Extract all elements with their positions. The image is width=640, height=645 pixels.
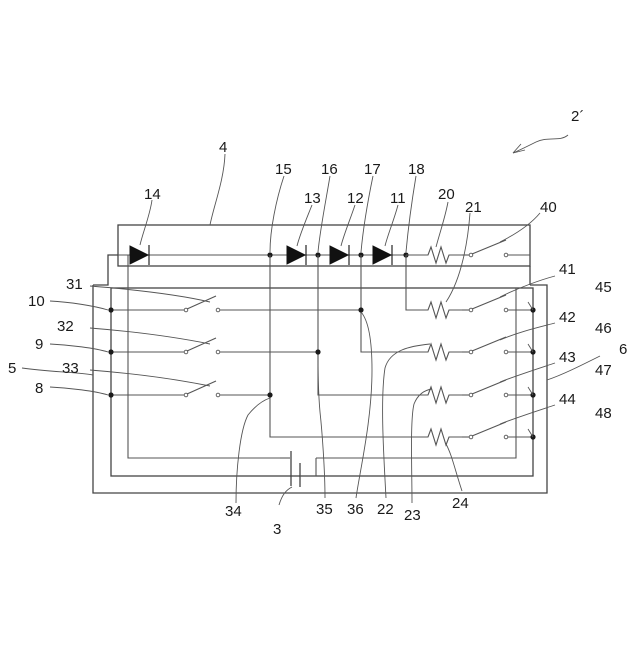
label-44: 44 — [559, 391, 576, 408]
diode-12 — [330, 245, 349, 265]
label-11: 11 — [390, 190, 406, 207]
label-45: 45 — [595, 279, 612, 296]
node-8 — [108, 392, 113, 397]
reference-arrow — [513, 135, 568, 153]
label-8: 8 — [35, 380, 43, 397]
label-17: 17 — [364, 161, 381, 178]
frame-connector — [108, 255, 118, 266]
frame-6-outline — [111, 288, 533, 476]
switch-41 — [462, 295, 533, 312]
inner-feed-wire — [128, 255, 280, 458]
label-13: 13 — [304, 190, 321, 207]
switch-42 — [462, 337, 533, 354]
label-36: 36 — [347, 501, 364, 518]
label-20: 20 — [438, 186, 455, 203]
switch-40 — [462, 240, 530, 257]
label-3: 3 — [273, 521, 281, 538]
label-21: 21 — [465, 199, 482, 216]
label-43: 43 — [559, 349, 576, 366]
label-40: 40 — [540, 199, 557, 216]
node-35 — [315, 349, 320, 354]
label-4: 4 — [219, 139, 227, 156]
label-34: 34 — [225, 503, 242, 520]
label-42: 42 — [559, 309, 576, 326]
label-9: 9 — [35, 336, 43, 353]
diode-14 — [130, 245, 149, 265]
tap-18-wire — [406, 255, 424, 310]
label-35: 35 — [316, 501, 333, 518]
resistor-24 — [424, 429, 462, 445]
node-34 — [267, 392, 272, 397]
diode-13 — [287, 245, 306, 265]
label-16: 16 — [321, 161, 338, 178]
switch-31 — [111, 296, 361, 312]
label-2: 2´ — [571, 108, 584, 125]
node-10 — [108, 307, 113, 312]
inner-return-wire — [316, 288, 516, 458]
label-18: 18 — [408, 161, 425, 178]
label-47: 47 — [595, 362, 612, 379]
label-6: 6 — [619, 341, 627, 358]
label-41: 41 — [559, 261, 576, 278]
tap-16-wire — [318, 255, 424, 395]
battery-3 — [280, 451, 316, 487]
label-5: 5 — [8, 360, 16, 377]
resistor-21 — [424, 302, 462, 318]
label-14: 14 — [144, 186, 161, 203]
frame-5-top-left — [93, 266, 108, 285]
frame-5-outline — [93, 285, 547, 493]
label-23: 23 — [404, 507, 421, 524]
label-10: 10 — [28, 293, 45, 310]
label-12: 12 — [347, 190, 364, 207]
resistor-20 — [424, 247, 462, 263]
switch-32 — [111, 338, 318, 354]
node-9 — [108, 349, 113, 354]
label-22: 22 — [377, 501, 394, 518]
label-31: 31 — [66, 276, 83, 293]
switch-44 — [462, 422, 533, 439]
label-33: 33 — [62, 360, 79, 377]
switch-33 — [111, 381, 270, 397]
tap-15-wire — [270, 255, 424, 437]
label-46: 46 — [595, 320, 612, 337]
label-32: 32 — [57, 318, 74, 335]
label-15: 15 — [275, 161, 292, 178]
switch-43 — [462, 380, 533, 397]
diode-11 — [373, 245, 392, 265]
node-36 — [358, 307, 363, 312]
resistor-22 — [424, 344, 462, 360]
label-48: 48 — [595, 405, 612, 422]
label-24: 24 — [452, 495, 469, 512]
